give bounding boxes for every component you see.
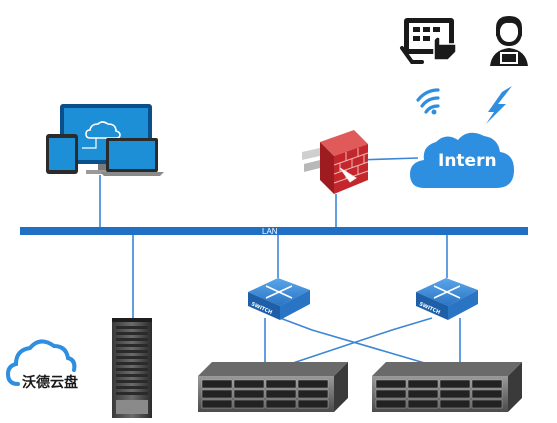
computers-cloud-icon bbox=[46, 104, 164, 176]
brand-cloud-icon bbox=[5, 339, 77, 386]
lan-label: LAN bbox=[262, 227, 278, 236]
link-lines bbox=[99, 157, 461, 365]
brand-name: 沃德云盘 bbox=[22, 374, 78, 391]
storage-array-icon bbox=[198, 362, 348, 412]
user-at-laptop-icon bbox=[490, 16, 528, 66]
firewall-icon bbox=[302, 130, 369, 194]
internet-label: Intern bbox=[438, 151, 497, 171]
lightning-icon bbox=[486, 86, 512, 124]
switch-icon: SWITCH bbox=[248, 278, 310, 320]
lan-bar bbox=[20, 227, 528, 235]
cloud-icon: Intern bbox=[410, 132, 514, 188]
wifi-icon bbox=[416, 88, 440, 115]
switch-icon: SWITCH bbox=[416, 278, 478, 320]
storage-array-icon bbox=[372, 362, 522, 412]
link-switch-right-nas-left bbox=[289, 317, 433, 365]
rack-server-icon bbox=[112, 318, 152, 418]
lan-bus: LAN bbox=[20, 227, 528, 236]
tablet-touch-icon bbox=[400, 18, 457, 64]
link-switch-left-nas-right bbox=[279, 317, 429, 365]
brand-logo: 沃德云盘 bbox=[5, 339, 78, 391]
